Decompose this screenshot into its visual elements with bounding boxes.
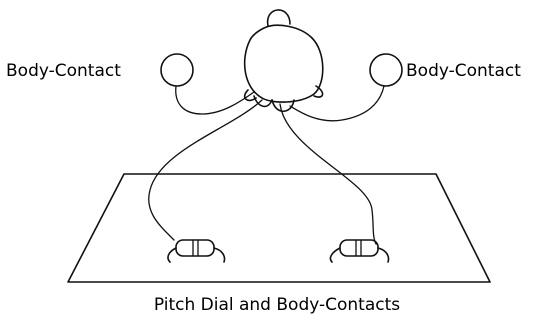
wire-left-contact bbox=[175, 85, 255, 115]
dial-top-knob bbox=[266, 9, 291, 27]
wire-right-contact bbox=[289, 85, 385, 122]
right-contact-label: Body-Contact bbox=[406, 61, 521, 81]
right-body-contact bbox=[369, 53, 403, 87]
wire-right-plug bbox=[279, 103, 377, 245]
right-plug bbox=[329, 239, 390, 263]
dial-right-lobe bbox=[271, 99, 295, 113]
diagram-caption: Pitch Dial and Body-Contacts bbox=[154, 295, 400, 315]
left-contact-label: Body-Contact bbox=[6, 61, 121, 81]
left-plug bbox=[167, 239, 226, 263]
dial-right-tab bbox=[313, 85, 324, 98]
pitch-dial bbox=[243, 24, 324, 103]
table-surface bbox=[67, 173, 491, 283]
left-body-contact bbox=[160, 53, 194, 87]
dial-left-tab bbox=[243, 89, 257, 102]
wire-left-plug bbox=[148, 99, 263, 241]
